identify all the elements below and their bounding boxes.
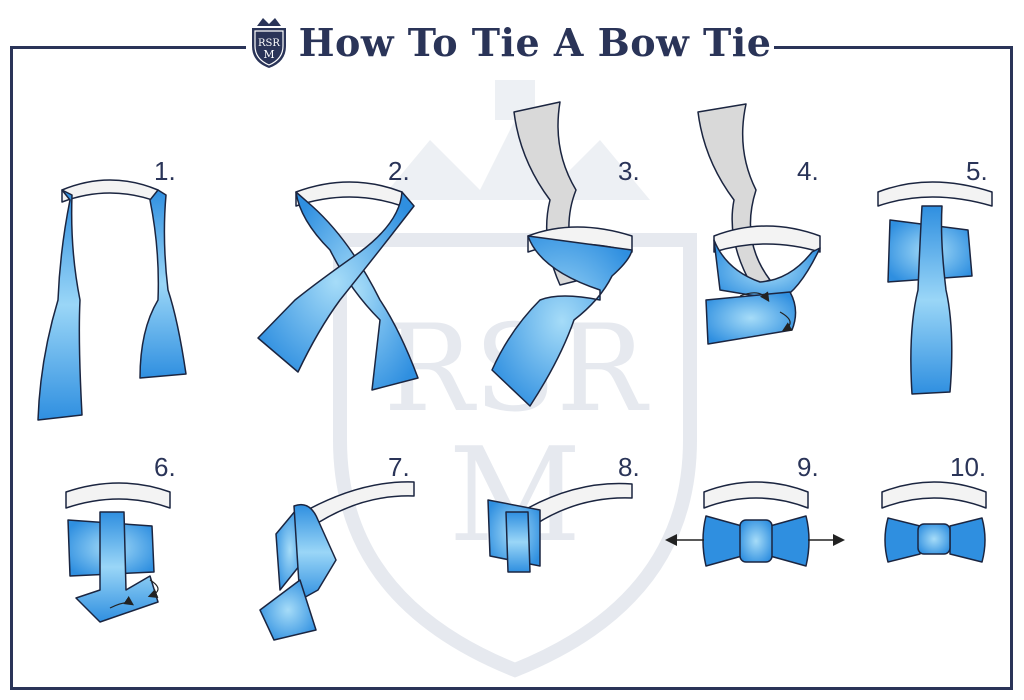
header: RSR M How To Tie A Bow Tie bbox=[246, 6, 774, 78]
step-8-illustration bbox=[487, 482, 633, 573]
step-number-2: 2. bbox=[388, 156, 410, 186]
page-title: How To Tie A Bow Tie bbox=[298, 19, 772, 65]
step-5-illustration bbox=[877, 181, 993, 395]
step-10-illustration bbox=[881, 481, 987, 563]
step-6-illustration bbox=[65, 482, 171, 623]
step-number-9: 9. bbox=[797, 452, 819, 482]
step-number-8: 8. bbox=[618, 452, 640, 482]
step-4-illustration bbox=[697, 103, 821, 345]
step-1-illustration bbox=[37, 179, 187, 421]
svg-text:M: M bbox=[263, 48, 274, 61]
step-2-illustration bbox=[257, 181, 419, 391]
step-3-illustration bbox=[491, 101, 633, 407]
step-7-illustration bbox=[259, 481, 415, 641]
step-9-illustration bbox=[665, 481, 845, 567]
step-number-3: 3. bbox=[618, 156, 640, 186]
step-number-4: 4. bbox=[797, 156, 819, 186]
step-number-1: 1. bbox=[154, 156, 176, 186]
step-number-6: 6. bbox=[154, 452, 176, 482]
step-number-7: 7. bbox=[388, 452, 410, 482]
rsrm-shield-logo: RSR M bbox=[251, 18, 286, 68]
step-number-10: 10. bbox=[950, 452, 987, 482]
step-number-5: 5. bbox=[966, 156, 988, 186]
svg-text:RSR: RSR bbox=[258, 38, 280, 49]
